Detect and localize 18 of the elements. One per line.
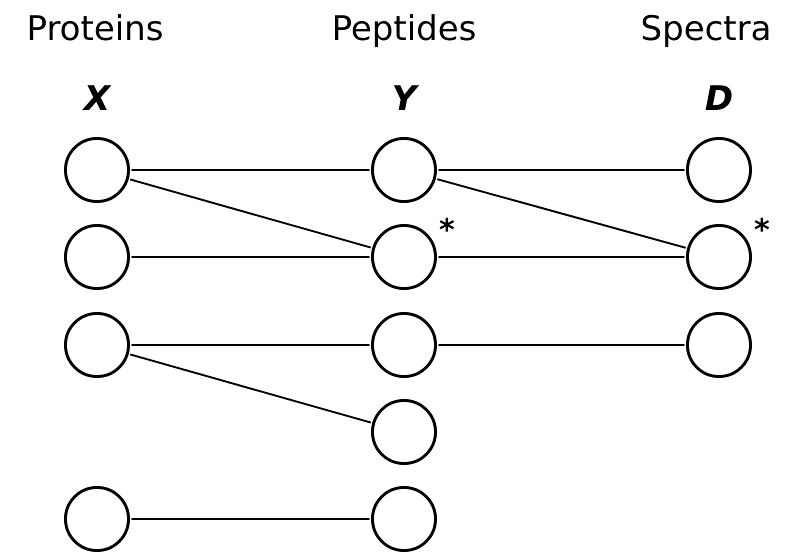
connector-line: [132, 344, 370, 346]
connector-line: [132, 518, 370, 520]
variable-label: X: [81, 82, 112, 116]
column-heading: Spectra: [640, 12, 772, 46]
connector-line: [130, 178, 372, 249]
column-heading: Peptides: [330, 12, 478, 46]
connector-line: [130, 353, 372, 424]
connector-line: [438, 169, 684, 171]
asterisk-mark: *: [439, 216, 455, 246]
connector-line: [132, 169, 370, 171]
variable-label: Y: [374, 82, 434, 116]
variable-label: D: [704, 82, 734, 116]
connector-line: [436, 178, 686, 249]
column-heading: Proteins: [26, 12, 164, 46]
connector-line: [438, 256, 684, 258]
connector-line: [438, 344, 684, 346]
asterisk-mark: *: [754, 216, 770, 246]
connector-line: [132, 256, 370, 258]
